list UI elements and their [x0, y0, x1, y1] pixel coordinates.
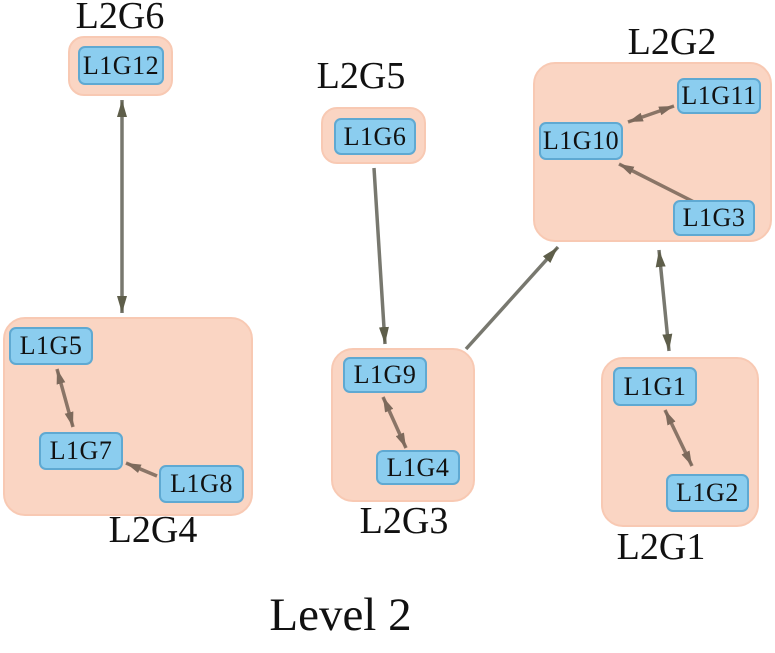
- cluster-l2g4-label: L2G4: [108, 509, 198, 551]
- cluster-l2g3-label: L2G3: [359, 500, 449, 542]
- node-l1g3: L1G3: [673, 200, 755, 236]
- node-l1g7: L1G7: [39, 432, 123, 470]
- node-l1g4: L1G4: [376, 450, 460, 485]
- edge-l2g3-l2g2: [464, 245, 560, 351]
- node-l1g8: L1G8: [159, 465, 244, 503]
- cluster-l2g5-label: L2G5: [316, 55, 406, 97]
- node-l1g10: L1G10: [539, 122, 623, 160]
- edge-l2g2-l2g1: [655, 249, 673, 352]
- node-l1g5: L1G5: [9, 327, 93, 365]
- diagram-title: Level 2: [269, 589, 412, 641]
- cluster-l2g6-label: L2G6: [75, 0, 165, 37]
- node-l1g1: L1G1: [613, 367, 697, 406]
- node-l1g6: L1G6: [334, 118, 416, 155]
- edge-l1g6-l1g9: [372, 167, 389, 345]
- cluster-l2g2-label: L2G2: [627, 21, 717, 63]
- node-l1g12: L1G12: [78, 46, 164, 85]
- cluster-l2g1-label: L2G1: [616, 526, 706, 568]
- node-l1g11: L1G11: [677, 78, 761, 114]
- node-l1g9: L1G9: [343, 357, 427, 393]
- node-l1g2: L1G2: [666, 474, 749, 512]
